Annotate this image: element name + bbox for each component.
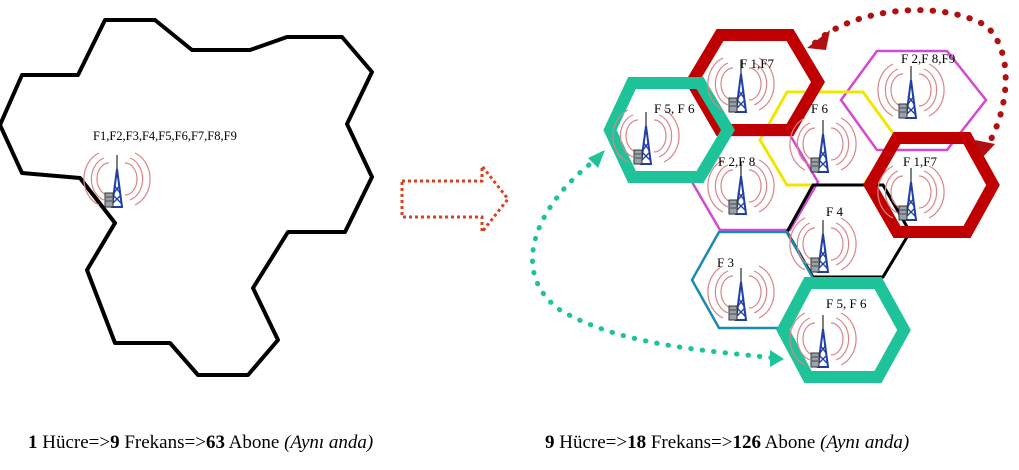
caption-frequency-word: Frekans=> — [650, 432, 733, 453]
cell-label: F 1,F7 — [740, 56, 774, 71]
caption-subscriber-word: Abone — [764, 432, 816, 453]
cell-label: F 2,F 8,F9 — [901, 51, 955, 66]
cell-label: F 5, F 6 — [654, 101, 695, 116]
cell-cluster: F 1,F7 F 2,F 8,F9 F 5, F 6 F 6 F 2,F 8 F… — [603, 29, 1000, 383]
caption-cell-cluster: 9 Hücre=>18 Frekans=>126 Abone (Aynı and… — [545, 432, 909, 454]
cell-label: F 4 — [826, 204, 843, 219]
tower-icon — [788, 217, 858, 273]
teal-reuse-link — [530, 155, 778, 361]
caption-subscriber-count: 126 — [732, 432, 761, 453]
tower-icon — [706, 265, 776, 321]
teal-link-arrowhead-top — [588, 150, 605, 168]
transition-arrow-icon — [400, 161, 510, 237]
cell-label: F 1,F7 — [903, 154, 937, 169]
tower-icon — [876, 63, 946, 119]
cell-label: F 6 — [811, 101, 828, 116]
caption-subscriber-word: Abone — [228, 432, 280, 453]
tower-icon — [788, 117, 858, 173]
cell-f5f6-left-hex — [603, 77, 735, 183]
cell-f1f7-right-hex — [863, 132, 1000, 238]
caption-note: (Aynı anda) — [284, 432, 374, 453]
teal-link-arrowhead-bottom — [770, 350, 784, 367]
caption-frequency-count: 9 — [110, 432, 120, 453]
caption-cell-word: Hücre=> — [42, 432, 111, 453]
single-cell-frequency-label: F1,F2,F3,F4,F5,F6,F7,F8,F9 — [93, 129, 237, 143]
diagram-canvas: F1,F2,F3,F4,F5,F6,F7,F8,F9 F 1,F7 F 2,F … — [0, 7, 1009, 383]
caption-subscriber-count: 63 — [205, 432, 225, 453]
cell-f2f8f9-hex — [839, 49, 988, 152]
cell-label: F 3 — [717, 255, 734, 270]
caption-cell-word: Hücre=> — [559, 432, 628, 453]
caption-single-cell: 1 Hücre=>9 Frekans=>63 Abone (Aynı anda) — [28, 432, 373, 454]
caption-frequency-count: 18 — [627, 432, 647, 453]
caption-frequency-word: Frekans=> — [124, 432, 206, 453]
single-cell-outline — [0, 18, 374, 377]
caption-cell-count: 1 — [28, 432, 38, 453]
cell-f5f6-bottom-hex — [776, 277, 911, 383]
caption-note: (Aynı anda) — [820, 432, 910, 453]
red-link-arrowhead-bottom — [975, 140, 995, 158]
cell-label: F 5, F 6 — [826, 296, 867, 311]
red-link-arrowhead-top — [807, 30, 830, 50]
cell-f1f7-top-hex — [685, 29, 825, 136]
cell-label: F 2,F 8 — [718, 154, 755, 169]
caption-cell-count: 9 — [545, 432, 555, 453]
red-reuse-link — [812, 7, 1009, 153]
